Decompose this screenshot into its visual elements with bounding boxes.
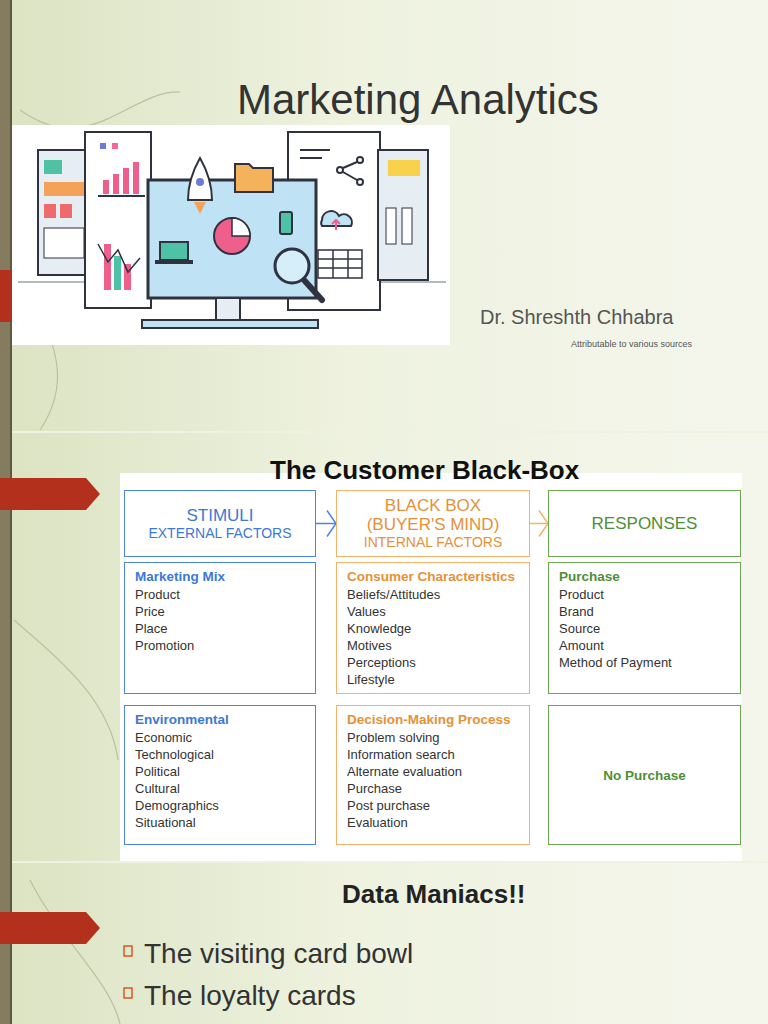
slide-heading: Data Maniacs!! [342,879,526,910]
list-item: Lifestyle [347,671,519,688]
list-item: Product [559,586,730,603]
stage-header-box: BLACK BOX (BUYER'S MIND)INTERNAL FACTORS [336,490,530,557]
list-item: Situational [135,814,305,831]
factor-box: Marketing MixProductPricePlacePromotion [124,562,316,694]
list-item: Promotion [135,637,305,654]
list-item: Values [347,603,519,620]
list-item: Knowledge [347,620,519,637]
list-item: Beliefs/Attitudes [347,586,519,603]
list-item: Information search [347,746,519,763]
box-heading: Marketing Mix [135,568,305,585]
box-heading: Environmental [135,711,305,728]
list-item: Evaluation [347,814,519,831]
list-item: Amount [559,637,730,654]
stage-title: STIMULI [186,506,253,525]
slide-tab-arrow [0,912,100,944]
stage-header-box: STIMULIEXTERNAL FACTORS [124,490,316,557]
list-item: Technological [135,746,305,763]
list-item: Demographics [135,797,305,814]
stage-subtitle: INTERNAL FACTORS [364,535,502,551]
stage-subtitle: EXTERNAL FACTORS [148,526,291,542]
connector-chevron [327,511,336,537]
list-item: Political [135,763,305,780]
list-item: Product [135,586,305,603]
stage-header-box: RESPONSES [548,490,741,557]
connector-line [530,523,548,525]
bullet-item: The visiting card bowl [144,938,413,970]
list-item: Post purchase [347,797,519,814]
left-strip [0,0,10,1024]
slide-tab-arrow [0,478,100,510]
list-item: Brand [559,603,730,620]
box-heading: Consumer Characteristics [347,568,519,585]
outcome-box: No Purchase [548,705,741,845]
list-item: Price [135,603,305,620]
box-heading: Purchase [559,568,730,585]
list-item: Alternate evaluation [347,763,519,780]
flow-connector [316,511,336,537]
analytics-illustration [12,125,450,345]
factor-box: EnvironmentalEconomicTechnologicalPoliti… [124,705,316,845]
stage-title: RESPONSES [592,514,698,533]
bullet-marks [124,946,132,998]
list-item: Source [559,620,730,637]
slide-heading: The Customer Black-Box [270,455,579,486]
list-item: Motives [347,637,519,654]
list-item: Perceptions [347,654,519,671]
slide-tab [0,270,14,322]
left-strip-edge [10,0,12,1024]
list-item: Method of Payment [559,654,730,671]
factor-box: Decision-Making ProcessProblem solvingIn… [336,705,530,845]
diagram-panel [120,473,742,861]
connector-chevron [539,511,548,537]
list-item: Cultural [135,780,305,797]
list-item: Economic [135,729,305,746]
connector-line [316,523,336,525]
source-note: Attributable to various sources [571,339,692,349]
list-item: Problem solving [347,729,519,746]
author-name: Dr. Shreshth Chhabra [480,306,673,329]
box-heading: Decision-Making Process [347,711,519,728]
bullet-item: The loyalty cards [144,980,356,1012]
list-item: Place [135,620,305,637]
list-item: Purchase [347,780,519,797]
stage-title: BLACK BOX (BUYER'S MIND) [358,496,508,534]
factor-box: PurchaseProductBrandSourceAmountMethod o… [548,562,741,694]
outcome-title: No Purchase [603,768,686,783]
factor-box: Consumer CharacteristicsBeliefs/Attitude… [336,562,530,694]
flow-connector [530,511,548,537]
slide-title: Marketing Analytics [237,76,599,124]
